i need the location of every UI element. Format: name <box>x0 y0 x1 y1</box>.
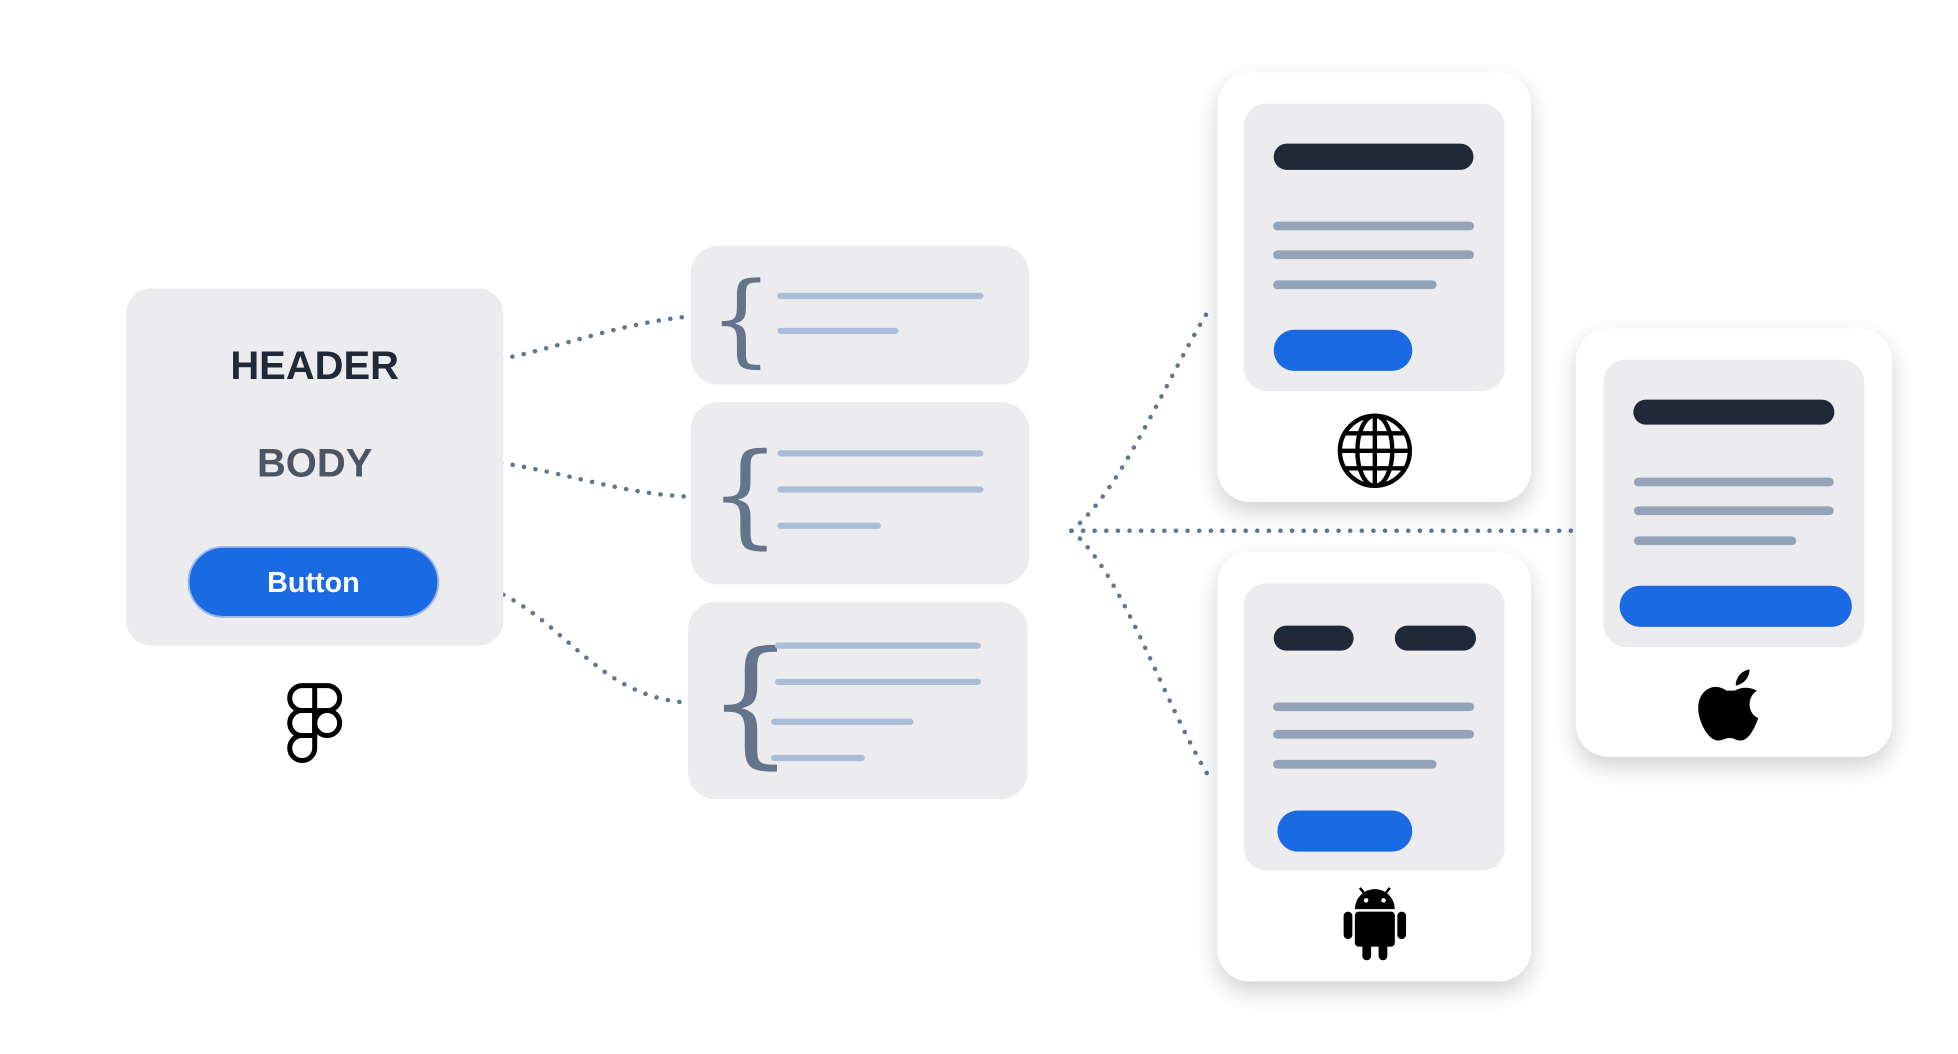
connector-web <box>1069 303 1214 533</box>
figma-logo-icon <box>287 683 343 763</box>
token-card-3: { <box>688 601 1028 800</box>
curly-brace-icon: { <box>709 260 773 377</box>
connector-android <box>1069 528 1214 783</box>
design-source-card: HEADER BODY Button <box>126 288 504 646</box>
apple-icon <box>1698 669 1759 741</box>
sample-button[interactable]: Button <box>187 546 440 618</box>
connector-body <box>441 454 708 500</box>
token-card-2: { <box>690 402 1029 585</box>
globe-icon <box>1337 413 1412 488</box>
curly-brace-icon: { <box>709 429 781 560</box>
android-icon <box>1343 887 1407 961</box>
android-platform-card <box>1217 551 1531 982</box>
ios-platform-card <box>1575 328 1892 757</box>
body-label: BODY <box>257 441 372 485</box>
web-platform-card <box>1217 72 1531 503</box>
header-label: HEADER <box>230 344 399 388</box>
sample-button-label: Button <box>267 567 360 599</box>
token-card-1: { <box>690 246 1029 385</box>
